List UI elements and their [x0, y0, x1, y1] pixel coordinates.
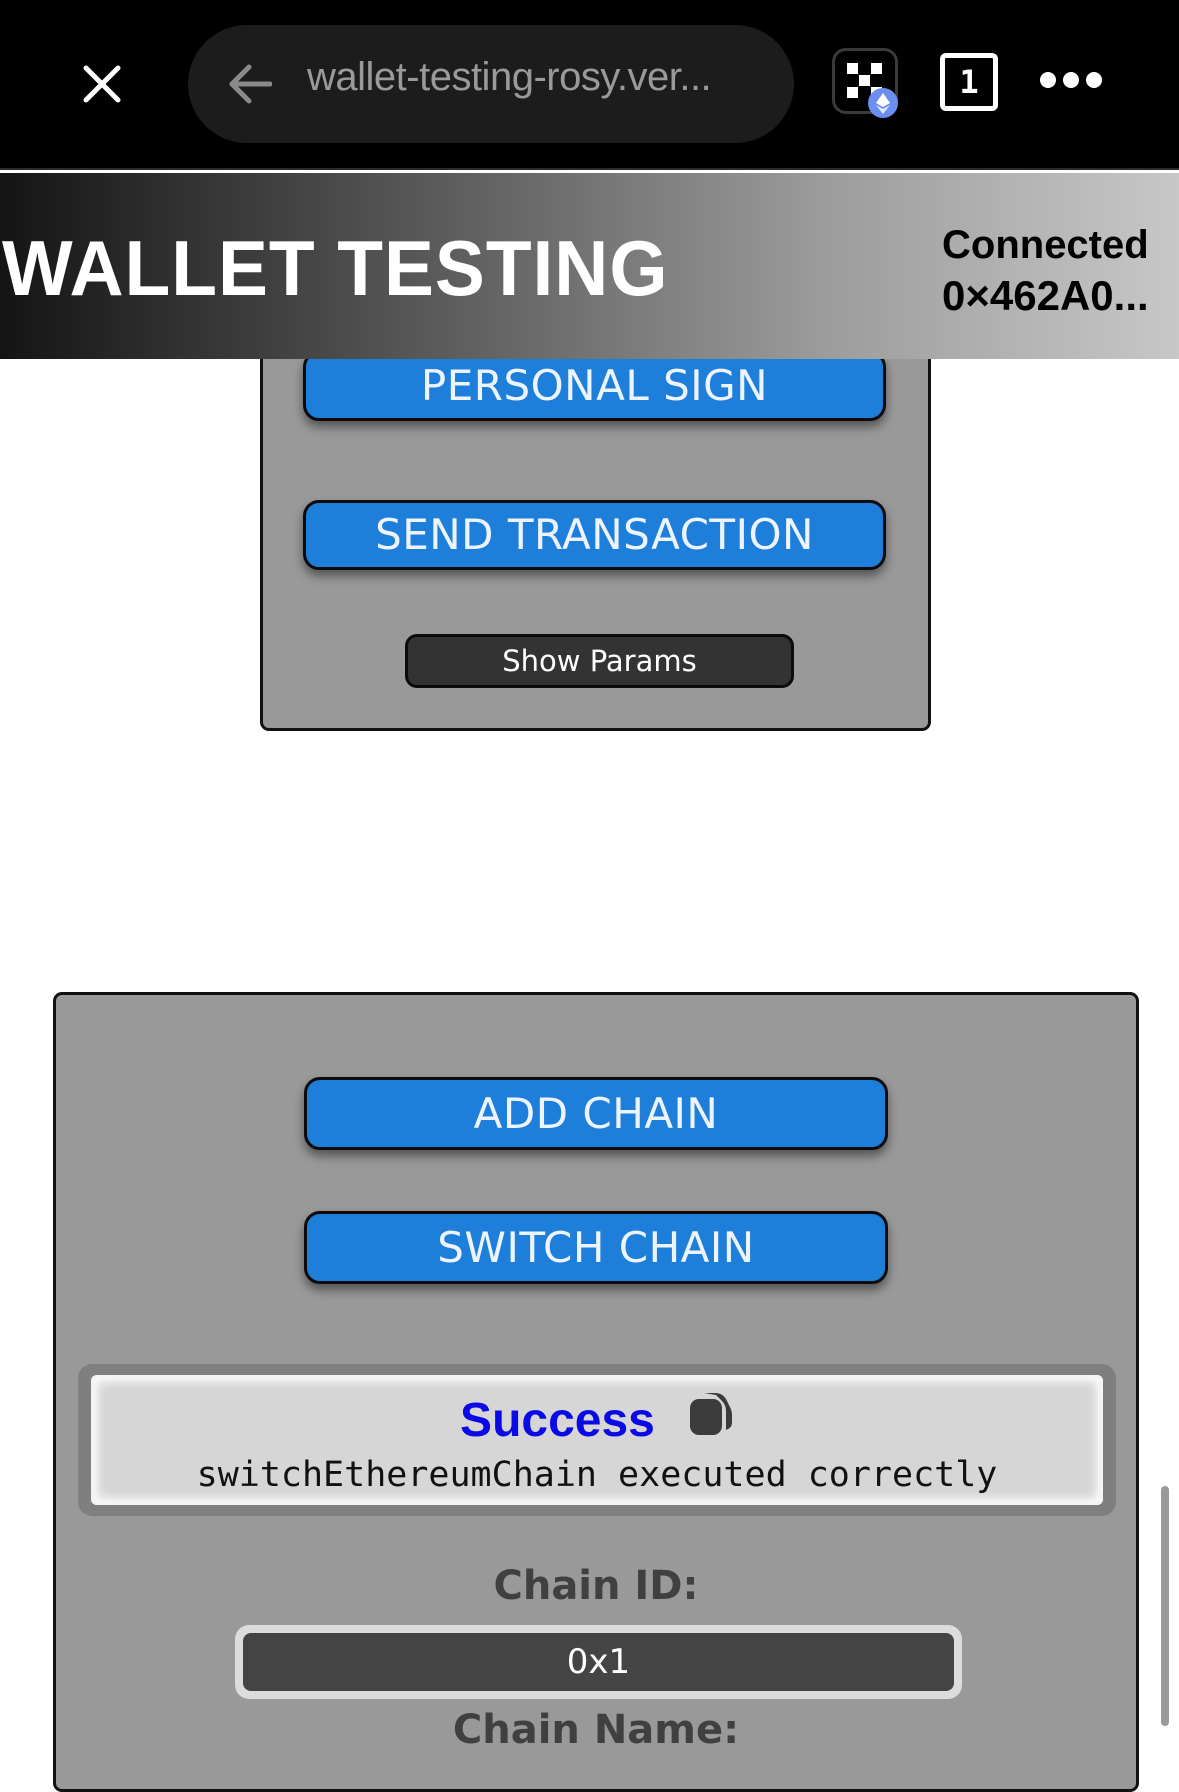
close-icon — [83, 65, 121, 103]
page-title: WALLET TESTING — [2, 224, 669, 312]
send-transaction-button[interactable]: SEND TRANSACTION — [303, 500, 886, 570]
more-horizontal-icon — [1040, 72, 1056, 88]
back-button[interactable] — [228, 63, 273, 105]
network-badge — [868, 88, 898, 118]
chain-id-field: 0x1 — [235, 1625, 962, 1699]
result-message: switchEthereumChain executed correctly — [196, 1455, 998, 1495]
url-text[interactable]: wallet-testing-rosy.ver... — [307, 55, 712, 99]
site-header: WALLET TESTING Connected 0×462A0... — [0, 173, 1179, 359]
signing-panel: PERSONAL SIGN SEND TRANSACTION Show Para… — [260, 300, 931, 731]
chain-id-input[interactable]: 0x1 — [243, 1633, 954, 1691]
page-scrollbar[interactable] — [1161, 1486, 1169, 1726]
more-menu-button[interactable] — [1040, 72, 1102, 90]
show-params-button[interactable]: Show Params — [405, 634, 794, 688]
chain-id-label: Chain ID: — [493, 1563, 699, 1609]
browser-toolbar: wallet-testing-rosy.ver... 1 — [0, 0, 1179, 170]
copy-button[interactable] — [688, 1389, 734, 1437]
connection-status: Connected — [942, 223, 1149, 267]
result-box: Success switchEthereumChain executed cor… — [78, 1364, 1116, 1516]
ethereum-icon — [876, 93, 890, 114]
arrow-left-icon — [229, 64, 273, 104]
personal-sign-button[interactable]: PERSONAL SIGN — [303, 351, 886, 421]
chain-name-label: Chain Name: — [452, 1707, 740, 1753]
tabs-button[interactable]: 1 — [940, 53, 998, 111]
wallet-address[interactable]: 0×462A0... — [942, 272, 1149, 319]
address-bar[interactable]: wallet-testing-rosy.ver... — [188, 25, 794, 143]
chain-panel: ADD CHAIN SWITCH CHAIN Success switchEth… — [53, 992, 1139, 1792]
close-button[interactable] — [80, 62, 124, 106]
switch-chain-button[interactable]: SWITCH CHAIN — [304, 1211, 888, 1284]
copy-icon — [689, 1392, 732, 1435]
result-status: Success — [460, 1394, 655, 1447]
add-chain-button[interactable]: ADD CHAIN — [304, 1077, 888, 1150]
